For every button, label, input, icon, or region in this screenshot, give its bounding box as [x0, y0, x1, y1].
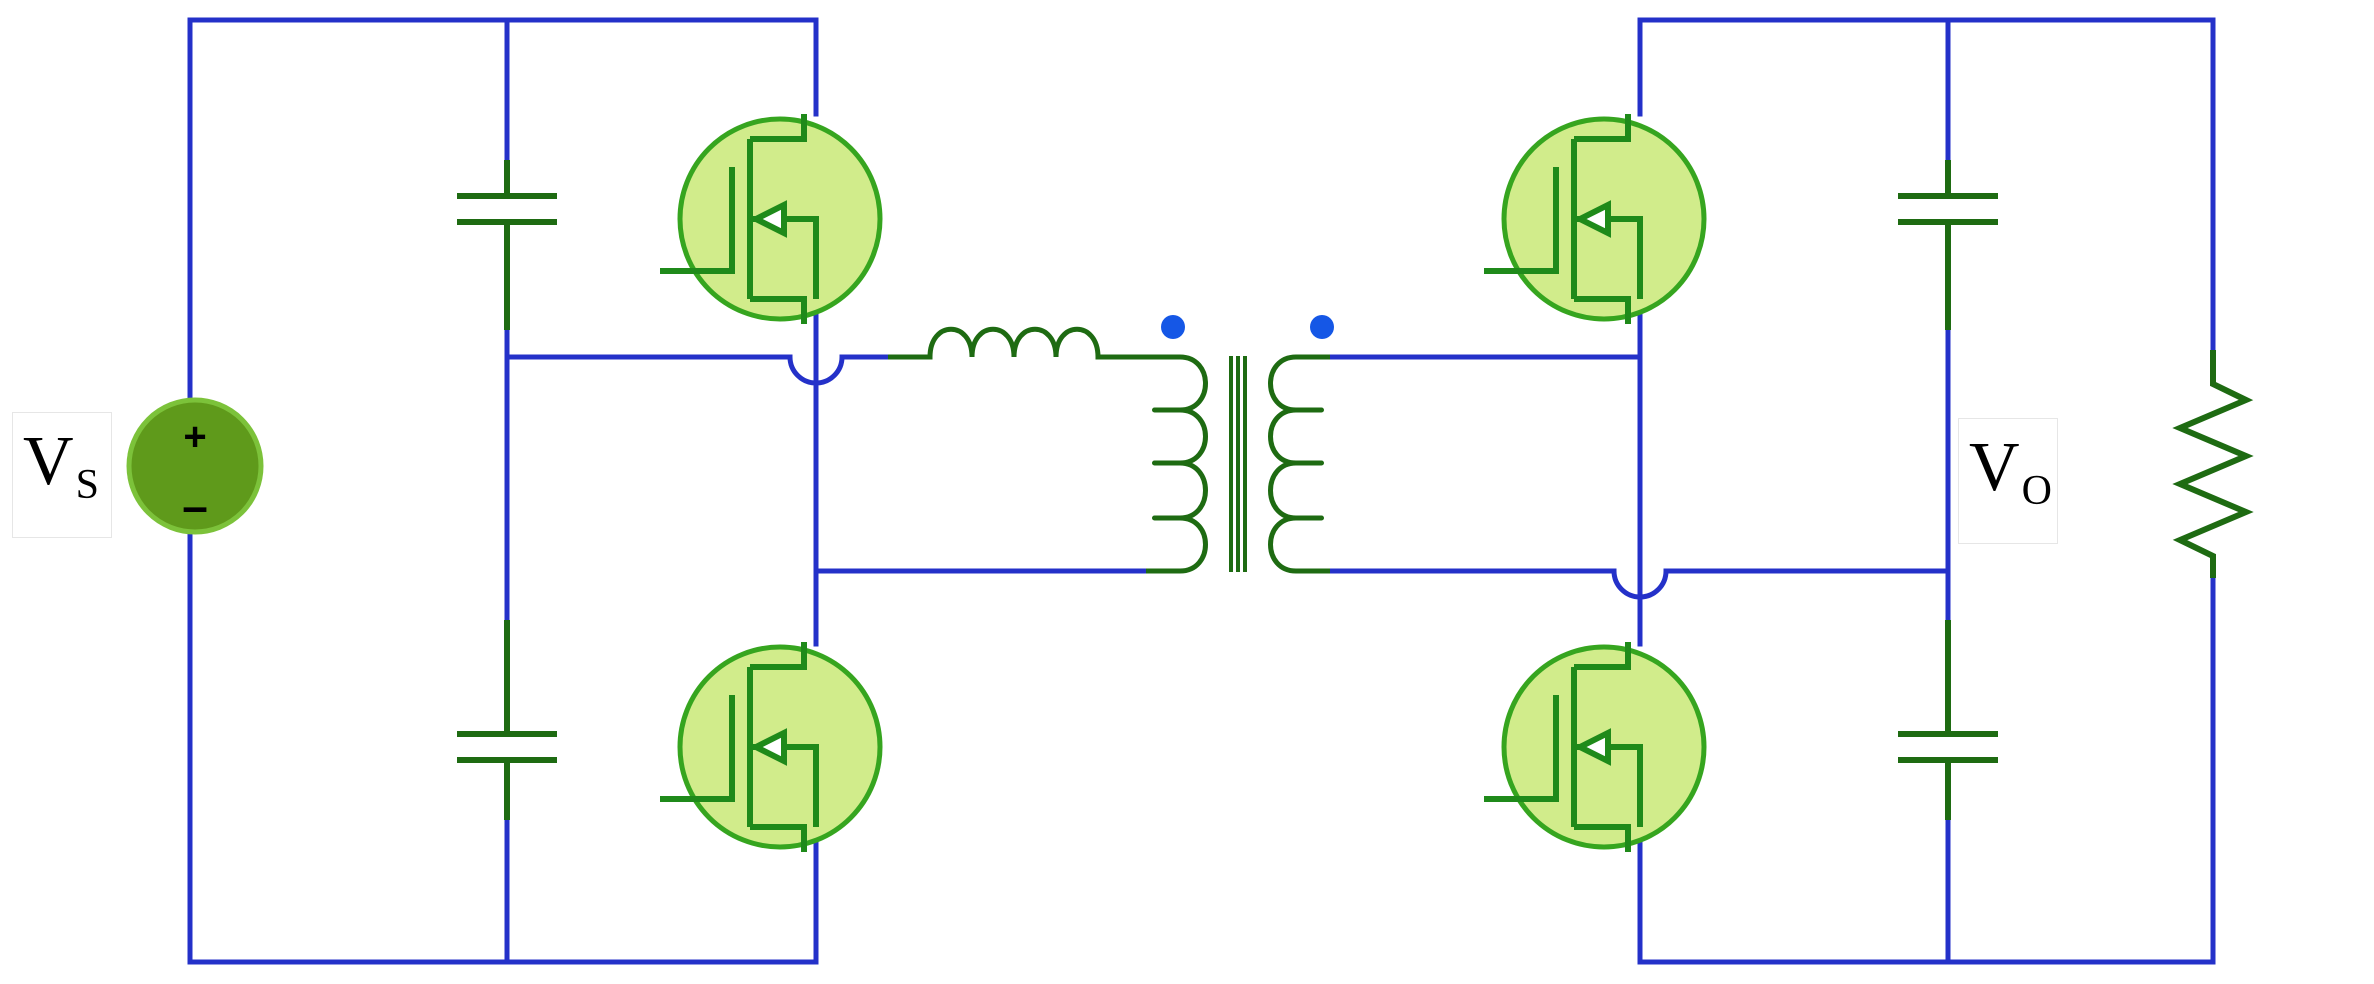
mosfet-right-bottom-icon	[1484, 642, 1704, 852]
capacitor-right-top-icon	[1898, 160, 1998, 330]
mosfet-right-top-icon	[1484, 114, 1704, 324]
resistor-icon	[2172, 350, 2254, 578]
output-voltage-label: VO	[1958, 418, 2058, 544]
source-voltage-label: VS	[12, 412, 112, 538]
transformer-icon	[1146, 354, 1330, 574]
transformer-core	[1229, 356, 1247, 572]
wire-right-transformer-bottom	[1327, 568, 1951, 600]
voltage-source-icon: + –	[126, 397, 264, 535]
capacitor-left-bottom-icon	[457, 620, 557, 820]
capacitor-right-bottom-icon	[1898, 620, 1998, 820]
inductor-icon	[888, 326, 1146, 360]
mosfet-left-top-icon	[660, 114, 880, 324]
polarity-dot-primary-icon	[1161, 315, 1185, 339]
mosfet-left-bottom-icon	[660, 642, 880, 852]
polarity-dot-secondary-icon	[1310, 315, 1334, 339]
source-minus-sign: –	[182, 480, 208, 532]
capacitor-left-top-icon	[457, 160, 557, 330]
voltage-source-body	[126, 397, 264, 535]
source-plus-sign: +	[183, 415, 206, 459]
wire-left-cap-midpoint	[504, 354, 891, 386]
